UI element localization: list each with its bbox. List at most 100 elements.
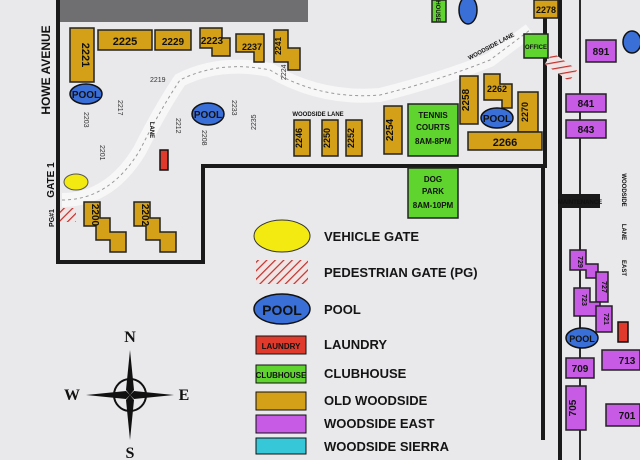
building-2237: 2237	[235, 33, 265, 63]
svg-text:LAUNDRY: LAUNDRY	[262, 342, 301, 351]
compass-rose: N S E W	[64, 329, 189, 460]
building-2250: 2250	[321, 119, 339, 157]
building-727: 727	[595, 271, 609, 303]
svg-text:TENNIS: TENNIS	[418, 111, 448, 120]
svg-text:POOL: POOL	[262, 302, 302, 318]
svg-text:VEHICLE GATE: VEHICLE GATE	[324, 229, 419, 244]
old-woodside-buildings: 2225 2229 2223 2237 2241 2221 2200 2202 …	[69, 0, 559, 253]
pedestrian-gate-1	[60, 208, 76, 222]
svg-text:2223: 2223	[201, 36, 224, 47]
svg-text:2225: 2225	[113, 36, 137, 48]
property-boundary	[56, 0, 562, 460]
svg-text:2254: 2254	[385, 118, 396, 141]
building-2254: 2254	[383, 105, 403, 155]
compass-n: N	[124, 329, 136, 346]
building-713: 713	[601, 349, 640, 371]
svg-text:CLUBHOUSE: CLUBHOUSE	[256, 371, 307, 380]
svg-text:CLUBHOUSE: CLUBHOUSE	[324, 366, 407, 381]
tennis-courts: TENNIS COURTS 8AM-8PM	[407, 103, 459, 157]
building-2229: 2229	[154, 29, 192, 51]
building-2278: 2278	[533, 0, 559, 19]
svg-text:WOODSIDE EAST: WOODSIDE EAST	[324, 416, 435, 431]
road-centerline	[61, 29, 531, 201]
svg-text:OLD WOODSIDE: OLD WOODSIDE	[324, 393, 428, 408]
svg-text:WOODSIDE SIERRA: WOODSIDE SIERRA	[324, 439, 450, 454]
maintenance: MAINTENANCE	[558, 194, 602, 208]
svg-text:709: 709	[572, 364, 589, 375]
svg-text:2246: 2246	[294, 128, 304, 148]
svg-text:2241: 2241	[274, 37, 283, 55]
building-709: 709	[565, 357, 595, 379]
building-2241: 2241	[273, 29, 301, 71]
building-721: 721	[595, 305, 613, 333]
svg-text:2221: 2221	[79, 43, 91, 67]
svg-text:2266: 2266	[493, 137, 517, 149]
carport-2203: 2203	[82, 112, 89, 128]
svg-text:POOL: POOL	[569, 334, 595, 344]
label-pg-1: PG#1	[49, 209, 56, 227]
svg-text:POOL: POOL	[483, 114, 511, 125]
building-891: 891	[585, 39, 617, 63]
carport-2212: 2212	[174, 118, 181, 134]
svg-text:729: 729	[576, 256, 583, 268]
carport-2235: 2235	[251, 114, 258, 130]
pool-east: POOL	[480, 107, 514, 129]
label-woodside-lane: WOODSIDE LANE	[292, 112, 343, 118]
svg-text:2202: 2202	[139, 204, 150, 227]
legend-clubhouse: CLUBHOUSE CLUBHOUSE	[255, 364, 407, 384]
building-2270: 2270	[517, 91, 539, 133]
woodside-east-buildings: 891 841 843 729 727 723 721 713 709 705 …	[565, 39, 640, 431]
building-2202: 2202	[133, 201, 177, 253]
pedestrian-gate-office	[544, 52, 578, 82]
carport-2219: 2219	[150, 77, 166, 84]
svg-text:PEDESTRIAN GATE (PG): PEDESTRIAN GATE (PG)	[324, 265, 478, 280]
pool-central: POOL	[191, 102, 225, 126]
svg-text:OFFICE: OFFICE	[525, 45, 547, 51]
laundry-west	[159, 149, 169, 171]
carport-2217: 2217	[116, 100, 123, 116]
compass-w: W	[64, 387, 80, 404]
compass-e: E	[179, 387, 190, 404]
vehicle-gate-1	[63, 173, 89, 191]
pool-northeast	[622, 30, 640, 54]
building-2258: 2258	[459, 75, 479, 125]
building-843: 843	[565, 119, 607, 139]
svg-text:701: 701	[619, 411, 636, 422]
legend-pool: POOL POOL	[253, 293, 361, 325]
svg-text:2200: 2200	[89, 204, 100, 227]
building-723: 723	[573, 287, 601, 317]
svg-text:POOL: POOL	[324, 302, 361, 317]
svg-text:PARK: PARK	[422, 187, 444, 196]
dog-park: DOG PARK 8AM-10PM	[407, 167, 459, 219]
building-2225: 2225	[97, 29, 153, 51]
pool-west: POOL	[69, 83, 103, 105]
svg-text:2237: 2237	[242, 42, 262, 52]
svg-text:POOL: POOL	[72, 90, 100, 101]
svg-text:LAUNDRY: LAUNDRY	[324, 337, 387, 352]
label-lane-small: LANE	[148, 122, 154, 138]
label-howe-avenue: HOWE AVENUE	[39, 25, 53, 114]
svg-text:2262: 2262	[487, 84, 507, 94]
legend-pedestrian-gate: PEDESTRIAN GATE (PG)	[256, 260, 478, 284]
label-woodside-east-road: WOODSIDE	[620, 173, 626, 206]
building-705: 705	[565, 385, 587, 431]
legend-woodside-sierra: WOODSIDE SIERRA	[255, 437, 450, 455]
svg-text:891: 891	[593, 47, 610, 58]
svg-text:2252: 2252	[346, 128, 356, 148]
label-lane: LANE	[620, 224, 626, 240]
svg-text:705: 705	[568, 399, 579, 416]
legend-vehicle-gate: VEHICLE GATE	[253, 219, 419, 253]
svg-text:843: 843	[578, 125, 595, 136]
svg-text:POOL: POOL	[194, 110, 222, 121]
legend-woodside-east: WOODSIDE EAST	[255, 414, 435, 434]
legend: VEHICLE GATE PEDESTRIAN GATE (PG) POOL P…	[253, 219, 478, 455]
building-2252: 2252	[345, 119, 363, 157]
top-gray-band	[58, 0, 308, 22]
svg-text:8AM-8PM: 8AM-8PM	[415, 137, 451, 146]
svg-text:2278: 2278	[536, 5, 556, 15]
pool-woodside-east: POOL	[565, 327, 599, 349]
label-east: EAST	[620, 260, 626, 276]
svg-text:MAINTENANCE: MAINTENANCE	[558, 200, 602, 206]
